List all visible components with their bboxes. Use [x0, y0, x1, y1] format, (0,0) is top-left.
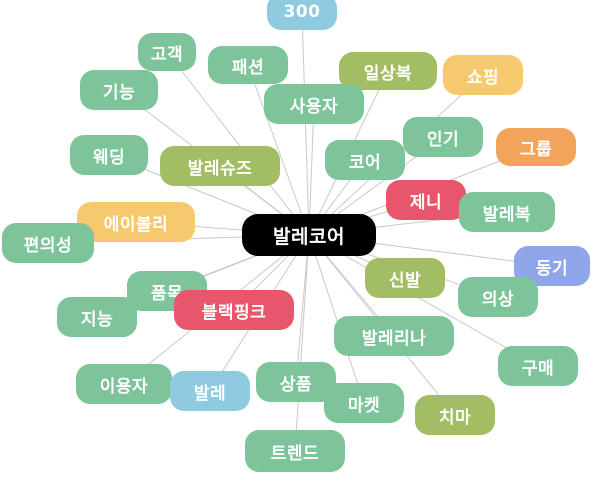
keyword-node-ballerina: 발레리나 [334, 316, 454, 356]
keyword-node-ballet-shoes: 발레슈즈 [160, 146, 280, 186]
keyword-node-function: 기능 [80, 70, 158, 110]
keyword-node-fashion: 패션 [208, 46, 288, 84]
edge-market [308, 234, 365, 404]
edge-trend [294, 234, 310, 452]
keyword-node-shopping: 쇼핑 [443, 55, 523, 95]
keyword-node-shoes: 신발 [365, 258, 445, 298]
keyword-node-blackpink: 블랙핑크 [174, 290, 294, 330]
edge-product [295, 234, 310, 383]
keyword-node-wedding: 웨딩 [70, 135, 148, 175]
keyword-node-market: 마켓 [324, 383, 404, 423]
keyword-node-purchase: 구매 [498, 346, 578, 386]
keyword-node-n300: 300 [267, 0, 337, 30]
keyword-node-user: 사용자 [264, 84, 364, 124]
edge-fashion [247, 64, 310, 236]
keyword-node-skirt: 치마 [415, 395, 495, 435]
keyword-node-trend: 트렌드 [245, 430, 345, 472]
edge-purchase [308, 234, 539, 367]
keyword-node-ballet-wear: 발레복 [459, 192, 555, 232]
keyword-node-group: 그룹 [496, 128, 576, 166]
keyword-node-core: 코어 [325, 140, 405, 180]
center-keyword-node: 발레코어 [242, 214, 376, 256]
keyword-node-daily-wear: 일상복 [339, 52, 437, 90]
keyword-node-popular: 인기 [403, 117, 483, 157]
keyword-node-jennie: 제니 [386, 180, 466, 220]
keyword-node-clothing: 의상 [458, 277, 538, 317]
keyword-node-user2: 이용자 [76, 364, 172, 404]
edge-customer [166, 51, 310, 236]
keyword-node-ballet: 발레 [170, 371, 250, 411]
keyword-node-customer: 고객 [138, 33, 196, 71]
keyword-node-convenience: 편의성 [2, 223, 94, 263]
keyword-node-knowledge: 지능 [57, 297, 137, 337]
keyword-node-product: 상품 [256, 362, 336, 402]
edge-user [308, 103, 315, 236]
keyword-node-ei-bolly: 에이볼리 [77, 202, 195, 242]
